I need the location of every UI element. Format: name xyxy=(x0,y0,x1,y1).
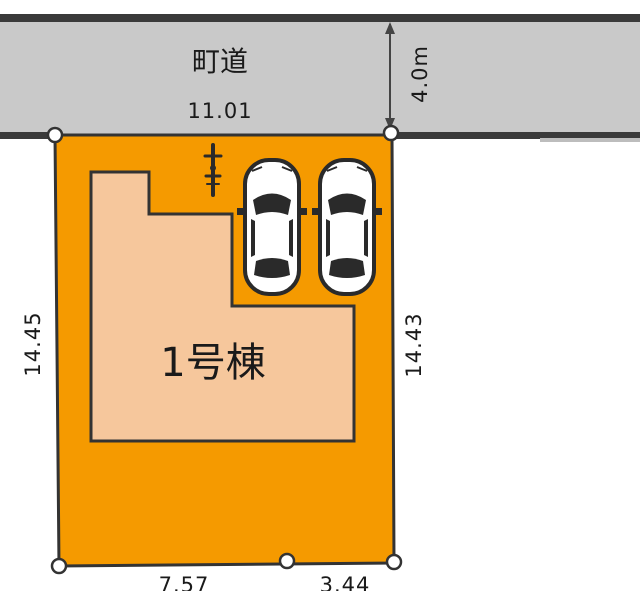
boundary-marker xyxy=(46,126,64,144)
road-bottom-edge-right xyxy=(392,132,640,139)
boundary-marker xyxy=(278,552,296,570)
road-area xyxy=(0,20,640,134)
road-bottom-edge-left xyxy=(0,132,55,139)
boundary-marker xyxy=(382,124,400,142)
road-width-arrow-top xyxy=(385,22,395,34)
road-width-label: 4.0m xyxy=(408,45,432,103)
road-edge-shadow xyxy=(540,138,640,142)
boundary-marker xyxy=(385,553,403,571)
frontage-dimension-label: 11.01 xyxy=(187,99,252,123)
right-side-dimension-label: 14.43 xyxy=(402,312,426,377)
bottom-right-dimension-label: 3.44 xyxy=(320,573,371,591)
car-icon xyxy=(235,158,309,296)
road-name-label: 町道 xyxy=(192,45,248,78)
building-footprint xyxy=(89,170,356,443)
bottom-left-dimension-label: 7.57 xyxy=(159,573,210,591)
left-side-dimension-label: 14.45 xyxy=(21,311,45,376)
boundary-marker xyxy=(50,557,68,575)
car-icon xyxy=(310,158,384,296)
building-label: 1号棟 xyxy=(160,340,265,386)
road-width-arrow-bottom xyxy=(385,118,395,130)
bicycle-icon xyxy=(203,143,223,197)
road-top-edge xyxy=(0,14,640,22)
